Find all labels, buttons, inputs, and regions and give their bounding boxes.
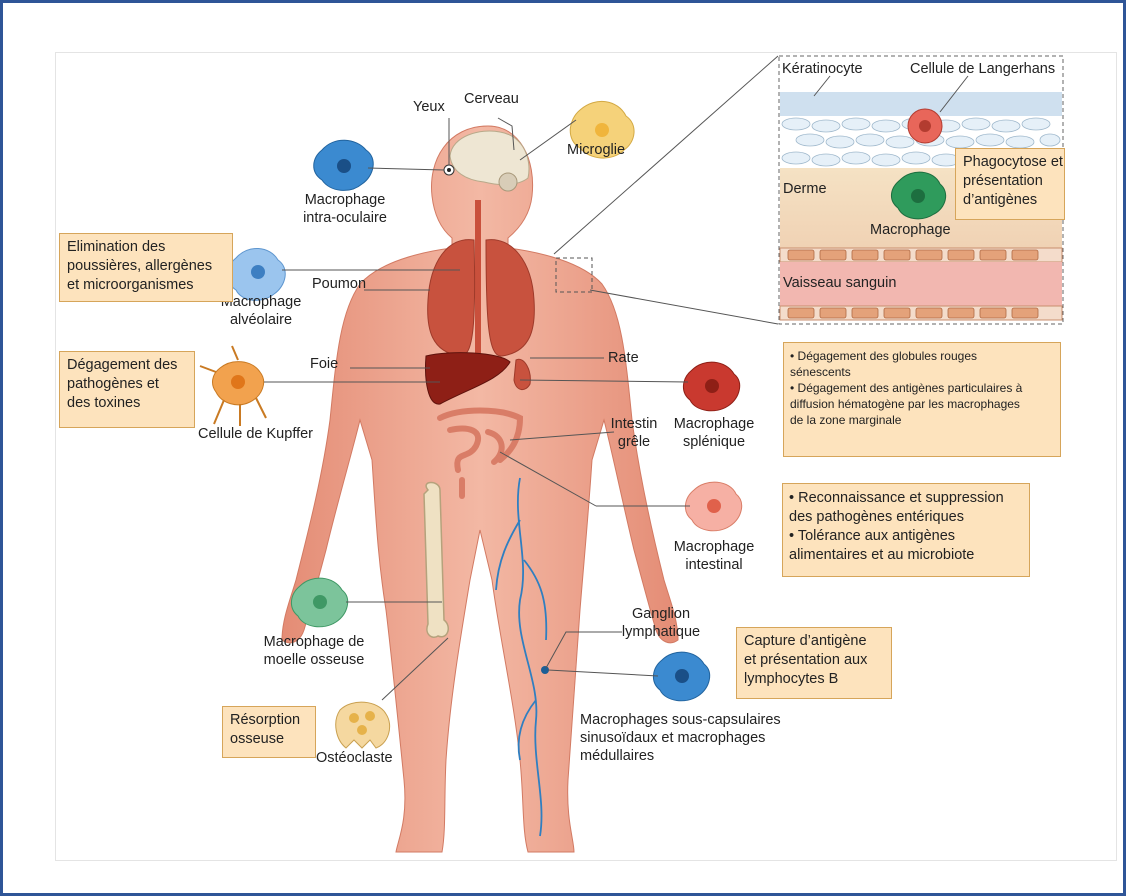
label-poumon: Poumon xyxy=(312,275,366,293)
box-rate-info: • Dégagement des globules rouges sénesce… xyxy=(783,342,1061,457)
label-kupffer: Cellule de Kupffer xyxy=(198,425,313,443)
label-vaisseau-sanguin: Vaisseau sanguin xyxy=(783,274,896,292)
label-osteoclaste: Ostéoclaste xyxy=(316,749,393,767)
label-rate: Rate xyxy=(608,349,639,367)
kupffer-cell xyxy=(200,346,266,426)
osteoclaste-cell xyxy=(336,702,390,748)
label-microglie: Microglie xyxy=(567,141,625,159)
label-derme: Derme xyxy=(783,180,827,198)
macrophage-intraoculaire-cell xyxy=(314,140,374,190)
macrophage-splenique-cell xyxy=(683,362,739,411)
macrophage-intestinal-cell xyxy=(685,482,741,531)
macrophage-ganglion-cell xyxy=(653,652,709,701)
label-keratinocyte: Kératinocyte xyxy=(782,60,863,78)
label-macrophage-derme: Macrophage xyxy=(870,221,951,239)
label-cerveau: Cerveau xyxy=(464,90,519,108)
langerhans-cell xyxy=(908,109,942,143)
label-foie: Foie xyxy=(310,355,338,373)
label-yeux: Yeux xyxy=(413,98,445,116)
label-langerhans: Cellule de Langerhans xyxy=(910,60,1055,78)
